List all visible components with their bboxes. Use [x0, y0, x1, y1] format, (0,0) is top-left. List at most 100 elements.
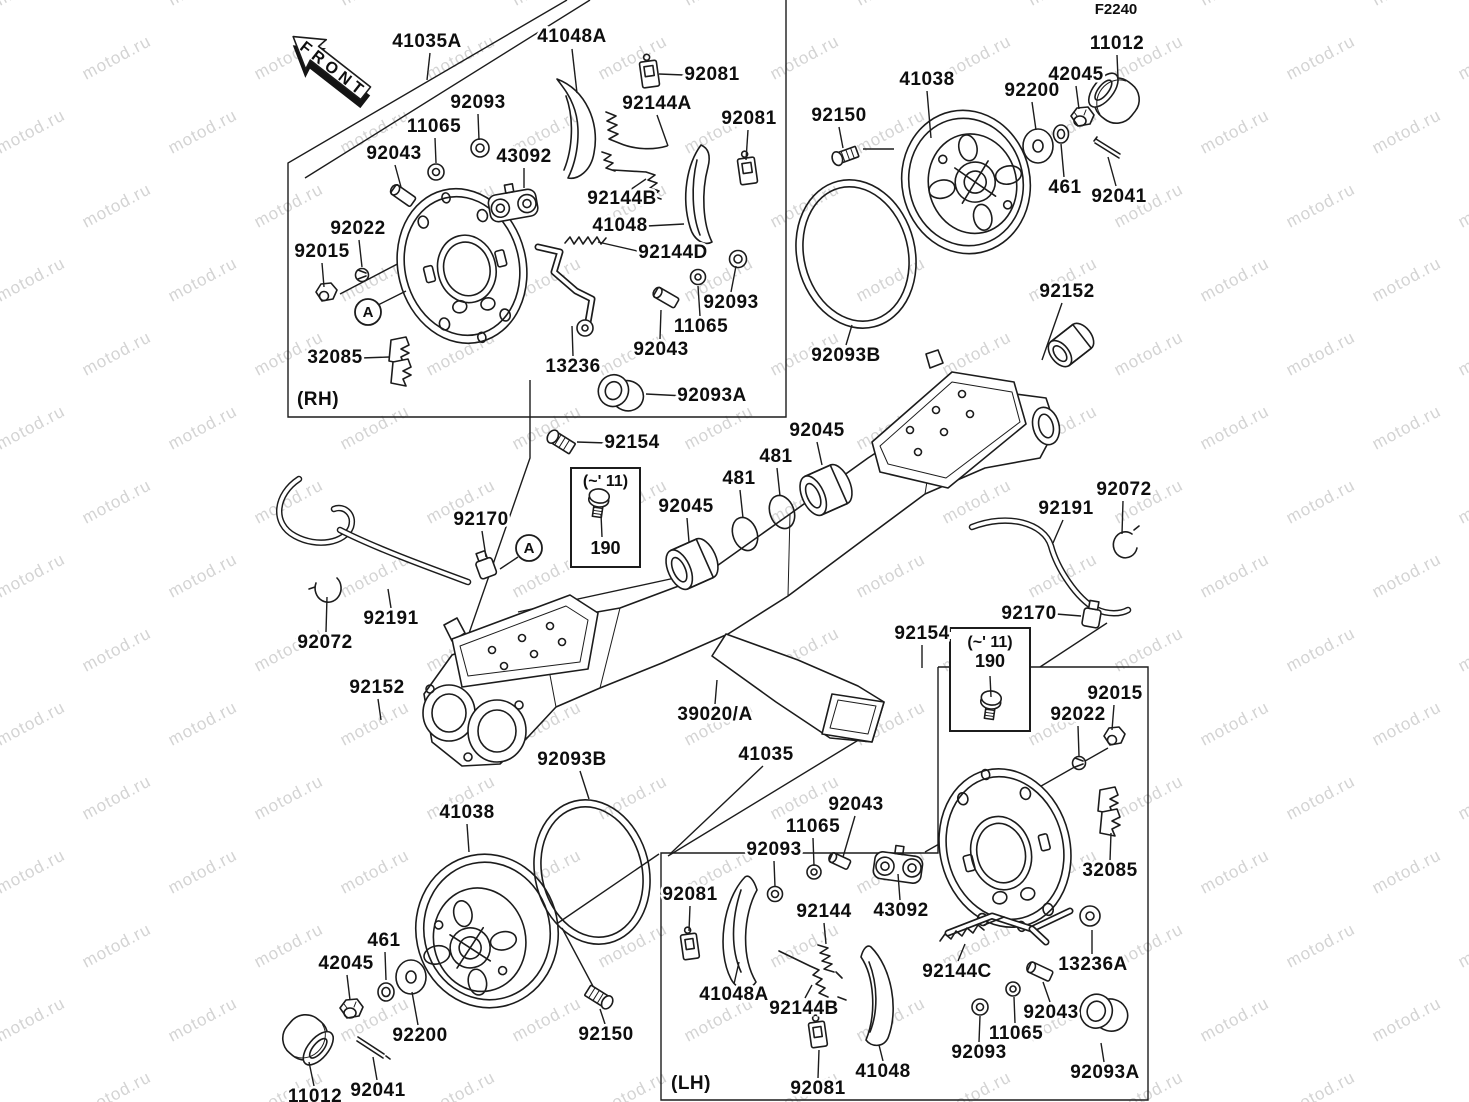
axle-housing [422, 349, 1061, 767]
leader-line [688, 905, 691, 932]
watermark-text: motod.ru [79, 328, 154, 380]
nut-92093-lh-hole [975, 1002, 985, 1012]
ring-481-b [768, 494, 796, 530]
watermark-text: motod.ru [1455, 772, 1469, 824]
washer-92200-lh [395, 959, 427, 995]
part-label: 92152 [349, 677, 404, 698]
washer-11065-lh-upper [806, 864, 822, 880]
part-label: 11065 [786, 816, 840, 837]
rh-drum-gasket-92093b [795, 179, 917, 329]
part-label: 92081 [684, 64, 739, 85]
leader-line [466, 823, 470, 853]
watermark-text: motod.ru [681, 0, 756, 10]
watermark-text: motod.ru [79, 1068, 154, 1102]
part-label: 92154 [894, 623, 949, 644]
nut-92093-rh [728, 249, 748, 269]
leader-line [377, 290, 407, 306]
leader-line [499, 556, 519, 570]
leader-line [599, 1008, 606, 1025]
watermark-text: motod.ru [1197, 698, 1272, 750]
watermark-text: motod.ru [1197, 402, 1272, 454]
washer-92093-rh-hole [475, 143, 485, 153]
washer-11065-rh-hole [431, 167, 441, 177]
watermark-text: motod.ru [1197, 106, 1272, 158]
part-label: 92093 [746, 839, 801, 860]
watermark-text: motod.ru [1197, 994, 1272, 1046]
part-label: 92081 [662, 884, 717, 905]
ref-marker: A [354, 298, 382, 326]
hose-clamp-92170-right [1081, 599, 1102, 629]
rh-adjuster-lever [534, 243, 596, 337]
watermark-text: motod.ru [1369, 402, 1444, 454]
watermark-text: motod.ru [165, 698, 240, 750]
leader-line [714, 679, 718, 705]
spring-92144c-lh [939, 916, 1005, 942]
watermark-text: motod.ru [0, 698, 68, 750]
part-label: (RH) [297, 389, 339, 410]
ref-marker-circle [354, 298, 382, 326]
leader-line [597, 241, 647, 254]
cotter-pin-92041-rh [1093, 136, 1121, 159]
part-label: 11012 [1090, 33, 1144, 54]
leader-line [878, 1044, 884, 1062]
watermark-text: motod.ru [1369, 550, 1444, 602]
leader-line [576, 441, 608, 444]
watermark-text: motod.ru [79, 180, 154, 232]
part-label: 41048 [855, 1061, 910, 1082]
watermark-text: motod.ru [1283, 772, 1358, 824]
clips-32085-lh [1097, 786, 1121, 837]
part-label: 92015 [294, 241, 349, 262]
part-label: 92043 [1023, 1002, 1078, 1023]
leader-line [1055, 613, 1082, 617]
washer-11065-rh [427, 163, 445, 181]
watermark-text: motod.ru [0, 0, 68, 10]
leader-line [730, 265, 737, 293]
leader-line [812, 837, 815, 867]
watermark-text: motod.ru [1369, 106, 1444, 158]
part-label: 92144D [638, 242, 708, 263]
part-label: 32085 [1082, 860, 1137, 881]
lh-drum-gasket-92093b [533, 799, 651, 945]
nut-92093-lh-upper-hole [770, 889, 780, 899]
leader-line [776, 467, 781, 497]
leader-line [659, 309, 662, 340]
rh-brake-shoe-b-web [692, 159, 701, 236]
watermark-text: motod.ru [0, 994, 68, 1046]
watermark-text: motod.ru [1197, 550, 1272, 602]
part-label: 92150 [578, 1024, 633, 1045]
watermark-text: motod.ru [681, 402, 756, 454]
hub-cap-11012-lh [281, 1013, 335, 1066]
leader-line [377, 698, 382, 721]
part-label: 92045 [658, 496, 713, 517]
part-label: 92150 [811, 105, 866, 126]
part-label: 92200 [392, 1025, 447, 1046]
leader-line [1042, 981, 1051, 1003]
watermark-text: motod.ru [0, 846, 68, 898]
leader-line [629, 178, 647, 191]
lh-adjuster-lever-13236a [944, 905, 1101, 946]
part-label: 92022 [1050, 704, 1105, 725]
part-label: 11012 [288, 1086, 342, 1102]
part-label: 41035A [392, 31, 462, 52]
leader-line [897, 873, 901, 901]
hub-cap-11012-rh [1087, 72, 1141, 125]
ring-481-a [731, 516, 759, 552]
watermark-text: motod.ru [1455, 180, 1469, 232]
part-label: 92043 [828, 794, 883, 815]
watermark-text: motod.ru [1197, 254, 1272, 306]
lh-brake-shoe-b [860, 945, 894, 1047]
leader-line [845, 324, 853, 346]
spring-92144-lh [817, 944, 843, 979]
screw-190-b [979, 690, 1003, 721]
part-label: 92093A [677, 385, 747, 406]
leader-line [739, 489, 744, 519]
ering-92022-lh [1071, 755, 1087, 771]
bushing-92152-rh [1047, 322, 1095, 368]
pin-92043-lh-upper [828, 852, 852, 870]
lh-backing-plate [938, 767, 1072, 933]
leader-line [481, 530, 487, 558]
part-label: 92045 [789, 420, 844, 441]
ref-marker-label: A [363, 304, 374, 321]
part-label: 11065 [989, 1023, 1043, 1044]
rh-brake-shoe-a-web [563, 95, 573, 171]
